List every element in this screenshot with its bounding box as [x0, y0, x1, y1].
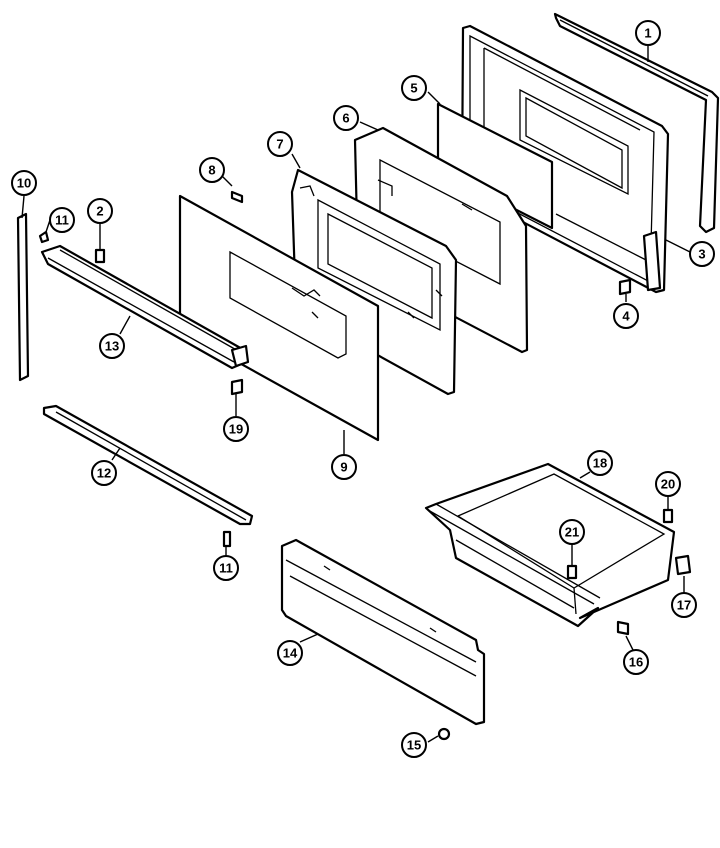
svg-text:1: 1: [644, 26, 651, 41]
part-18-drawer-body: [424, 462, 676, 628]
svg-text:10: 10: [17, 176, 31, 191]
callout-9: 9: [331, 454, 357, 480]
part-7-window-frame: [290, 168, 458, 396]
part-17-bracket: [674, 554, 692, 576]
callout-21: 21: [559, 519, 585, 545]
callout-13: 13: [99, 333, 125, 359]
callout-20: 20: [655, 471, 681, 497]
callout-2: 2: [87, 198, 113, 224]
part-15-bumper: [437, 727, 451, 741]
svg-text:15: 15: [407, 738, 421, 753]
part-14-drawer-front: [280, 538, 486, 726]
svg-text:12: 12: [97, 466, 111, 481]
callout-5: 5: [401, 75, 427, 101]
part-19-clip: [230, 378, 244, 396]
part-16-clip: [616, 620, 630, 636]
part-1-door-frame: [553, 12, 720, 234]
leader-lines: [21, 46, 691, 743]
svg-text:11: 11: [55, 213, 69, 228]
svg-text:6: 6: [342, 111, 349, 126]
part-20-screw: [662, 508, 674, 524]
part-13-handle-rail: [40, 244, 250, 370]
callout-4: 4: [613, 303, 639, 329]
svg-text:20: 20: [661, 477, 675, 492]
part-10-side-trim: [16, 212, 30, 382]
svg-text:4: 4: [622, 309, 630, 324]
svg-text:21: 21: [565, 525, 579, 540]
svg-text:8: 8: [208, 163, 215, 178]
callout-15: 15: [401, 732, 427, 758]
part-4-clip: [618, 278, 632, 296]
part-5-glass-panel: [436, 102, 554, 230]
svg-text:2: 2: [96, 204, 103, 219]
svg-text:16: 16: [629, 655, 643, 670]
svg-text:7: 7: [276, 137, 283, 152]
callout-6: 6: [333, 105, 359, 131]
callout-8: 8: [199, 157, 225, 183]
callout-17: 17: [671, 592, 697, 618]
callout-16: 16: [623, 649, 649, 675]
part-21-screw: [566, 564, 578, 580]
callout-11-top: 11: [49, 207, 75, 233]
part-12-bottom-trim: [42, 404, 254, 526]
part-2-screw: [94, 248, 106, 264]
part-11-screw-top: [38, 230, 50, 244]
svg-text:13: 13: [105, 339, 119, 354]
svg-text:19: 19: [229, 422, 243, 437]
callout-19: 19: [223, 416, 249, 442]
callout-10: 10: [11, 170, 37, 196]
part-11-screw-bottom: [222, 530, 232, 548]
svg-text:3: 3: [698, 247, 705, 262]
svg-text:14: 14: [283, 646, 298, 661]
callout-3: 3: [689, 241, 715, 267]
callout-7: 7: [267, 131, 293, 157]
svg-text:9: 9: [340, 460, 347, 475]
callout-12: 12: [91, 460, 117, 486]
callout-11-bottom: 11: [213, 555, 239, 581]
svg-text:17: 17: [677, 598, 691, 613]
callout-14: 14: [277, 640, 303, 666]
svg-text:5: 5: [410, 81, 417, 96]
callout-1: 1: [635, 20, 661, 46]
part-8-clip: [230, 190, 244, 204]
callout-18: 18: [587, 450, 613, 476]
part-9-outer-door-panel: [178, 194, 380, 442]
svg-text:11: 11: [219, 561, 233, 576]
svg-text:18: 18: [593, 456, 607, 471]
